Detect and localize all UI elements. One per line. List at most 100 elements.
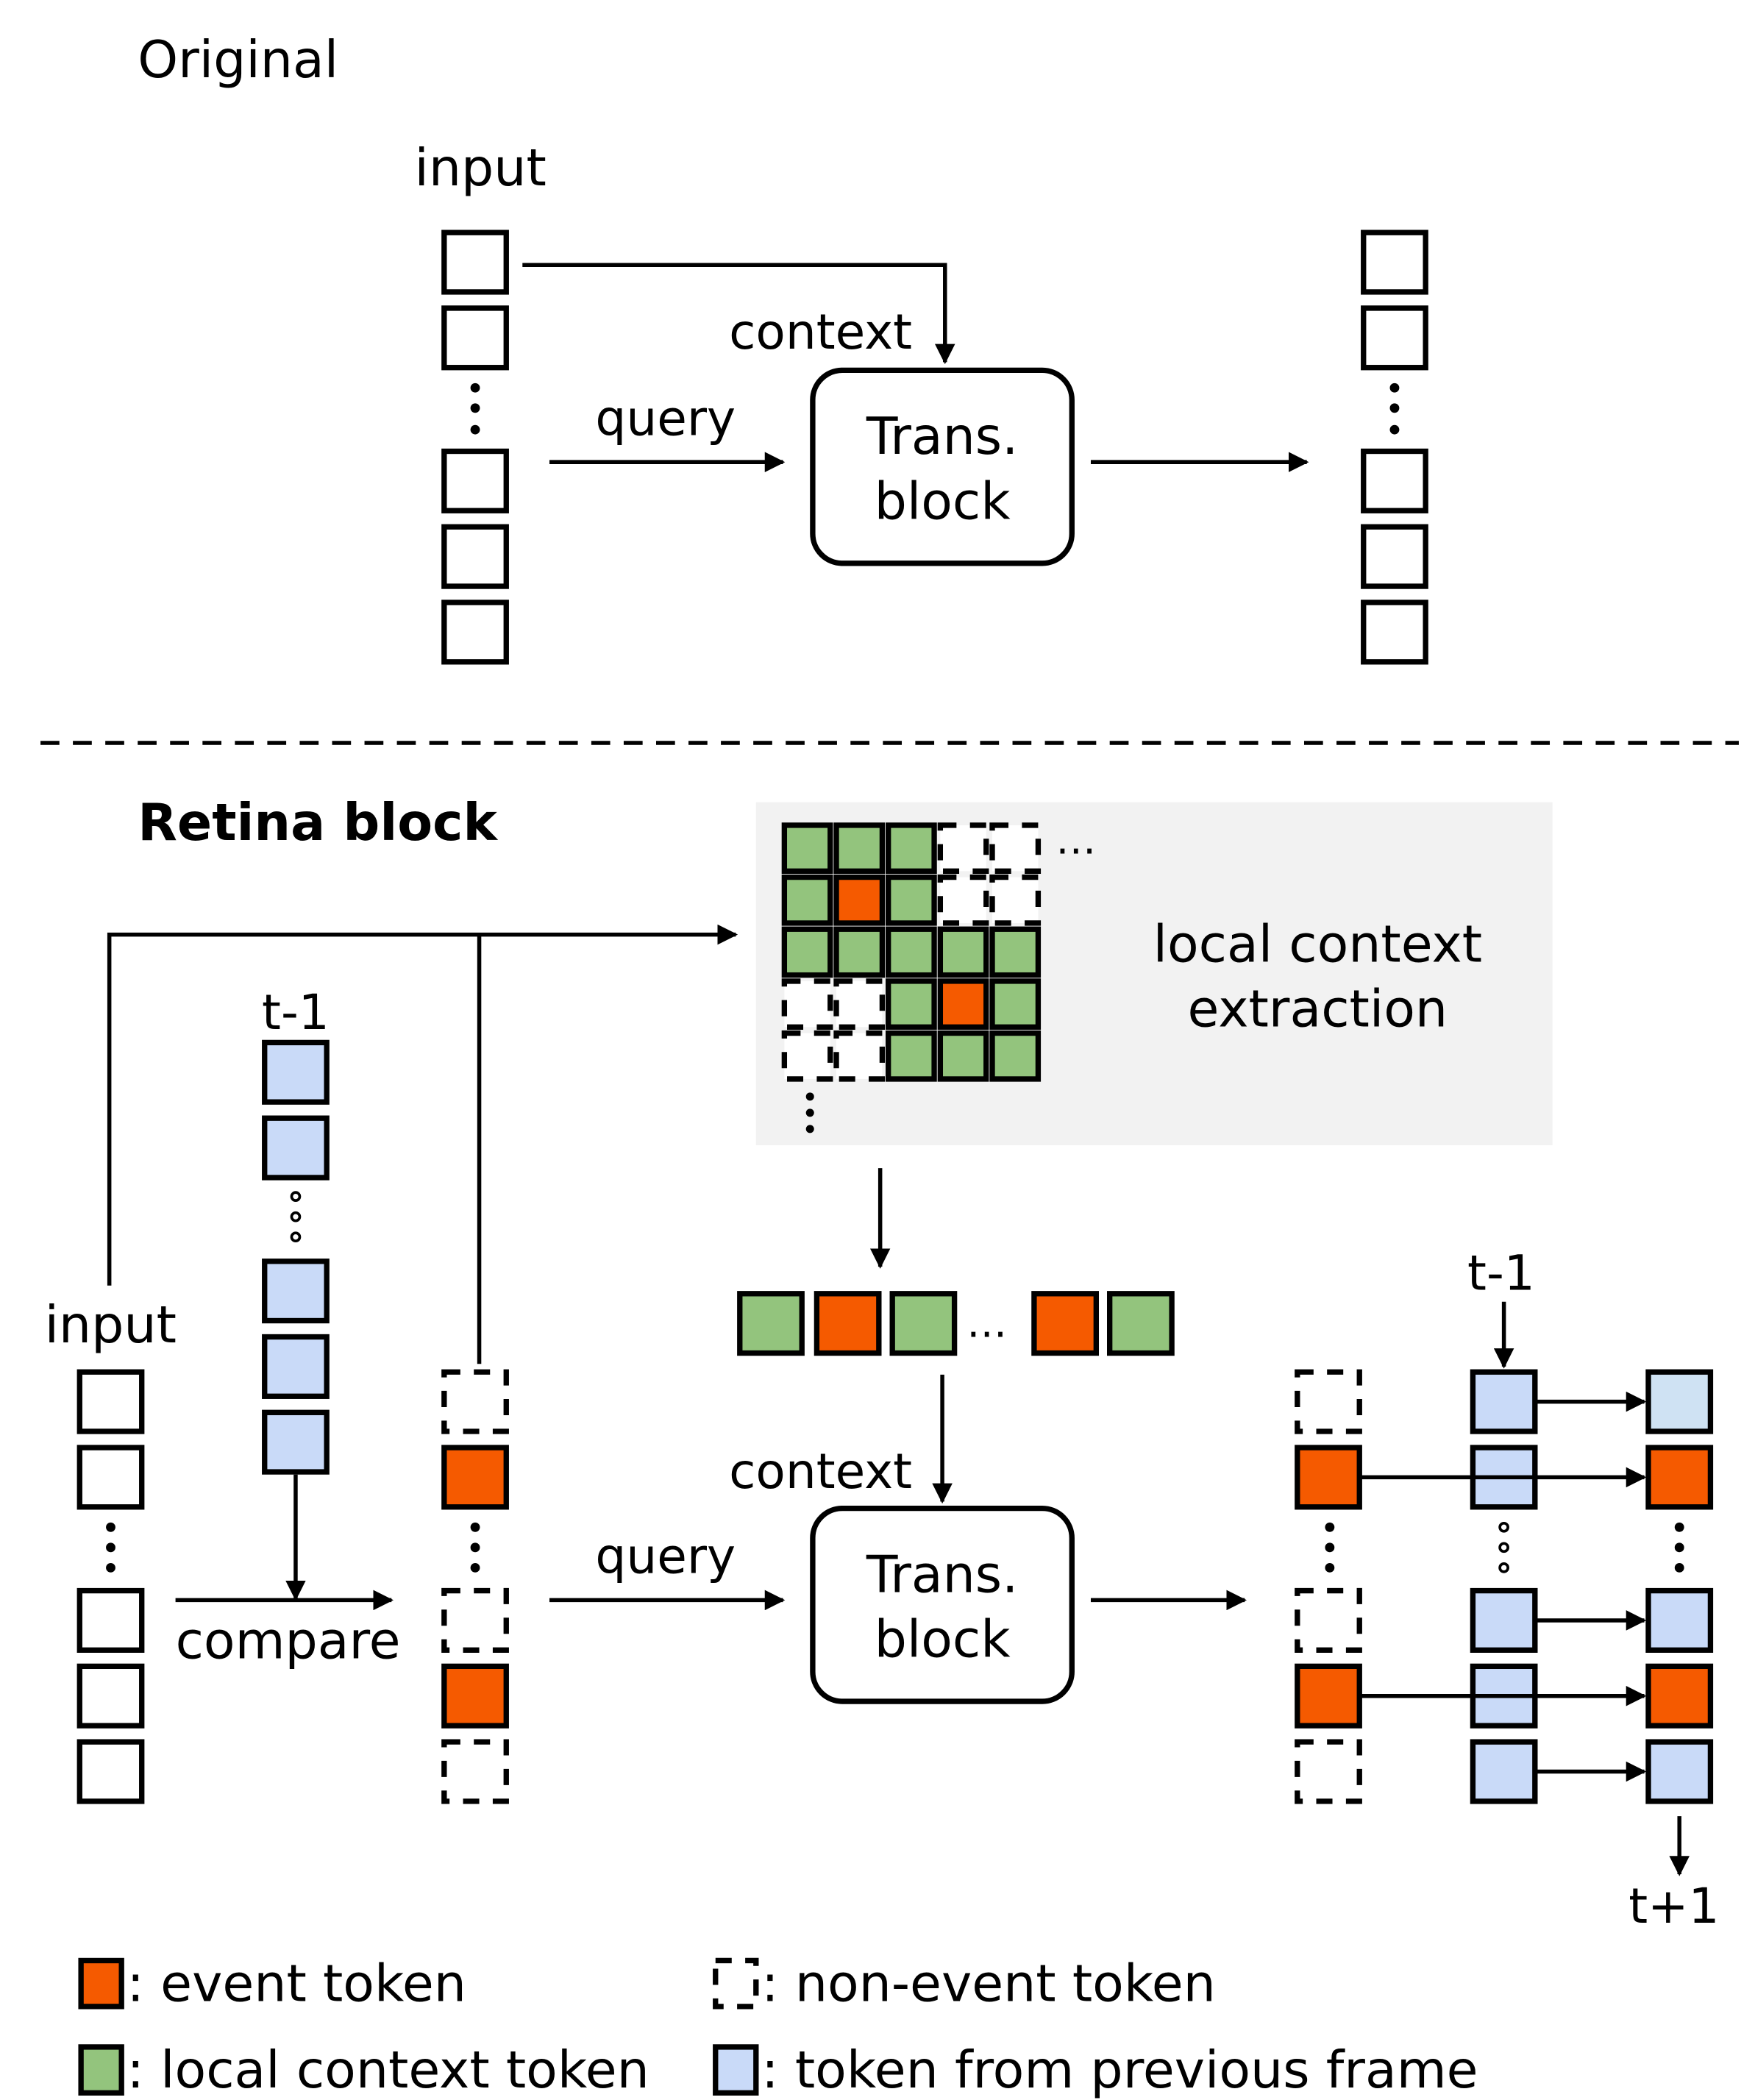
- token-local-context: [886, 926, 937, 978]
- token-event: [441, 1663, 509, 1729]
- token-non-event: [1295, 1369, 1362, 1434]
- token-local-context: [78, 2044, 124, 2096]
- token-previous-frame: [262, 1115, 330, 1181]
- token-event: [1295, 1663, 1362, 1729]
- ellipsis-icon: [1325, 1522, 1335, 1573]
- token-local-context: [989, 926, 1042, 978]
- token-empty: [1361, 305, 1428, 371]
- original-query-label: query: [595, 390, 736, 446]
- ellipsis-icon: [1498, 1521, 1509, 1573]
- token-non-event: [781, 1030, 833, 1082]
- legend-label: : event token: [127, 1954, 466, 2014]
- sequence-ellipsis: …: [967, 1300, 1007, 1347]
- token-empty: [441, 229, 509, 295]
- token-empty: [1361, 229, 1428, 295]
- token-local-context: [937, 1030, 989, 1082]
- next-frame-label: t+1: [1628, 1878, 1719, 1935]
- token-local-context: [833, 926, 886, 978]
- token-empty: [76, 1663, 145, 1729]
- token-empty: [1361, 599, 1428, 665]
- token-previous-frame: [262, 1334, 330, 1399]
- output-merge-area: [1295, 1369, 1714, 1804]
- token-empty: [76, 1739, 145, 1804]
- token-previous-frame: [262, 1039, 330, 1105]
- token-non-event: [713, 1957, 759, 2010]
- token-empty: [441, 448, 509, 513]
- token-event: [937, 978, 989, 1030]
- retina-query-label: query: [595, 1528, 736, 1585]
- token-event: [1645, 1445, 1714, 1510]
- token-local-context: [886, 978, 937, 1030]
- legend-label: : non-event token: [761, 1954, 1216, 2014]
- original-transformer-block: Trans. block: [810, 367, 1075, 566]
- compare-label: compare: [176, 1611, 401, 1670]
- token-local-context: [886, 1030, 937, 1082]
- token-empty: [1361, 524, 1428, 589]
- ellipsis-icon: [106, 1522, 115, 1573]
- original-input-label: input: [414, 138, 546, 198]
- token-local-context: [989, 978, 1042, 1030]
- section-title-retina: Retina block: [138, 793, 498, 853]
- context-arrow: [522, 263, 955, 365]
- retina-transformer-block: Trans. block: [810, 1505, 1075, 1704]
- token-previous-frame: [1645, 1587, 1714, 1653]
- retina-input-label: input: [45, 1295, 177, 1355]
- token-local-context: [781, 822, 833, 874]
- grid-column-ellipsis-icon: [805, 1092, 814, 1133]
- token-event: [833, 874, 886, 926]
- token-local-context: [886, 822, 937, 874]
- prev-frame-label: t-1: [262, 984, 330, 1041]
- token-previous-frame: [1470, 1369, 1538, 1434]
- token-previous-frame: [262, 1409, 330, 1475]
- token-non-event: [833, 978, 886, 1030]
- token-previous-frame: [1645, 1739, 1714, 1804]
- token-empty: [76, 1369, 145, 1434]
- original-context-label: context: [729, 304, 912, 360]
- token-non-event: [833, 1030, 886, 1082]
- token-local-context: [1107, 1291, 1175, 1356]
- block-label-line2: block: [875, 1610, 1011, 1670]
- block-label-line2: block: [875, 471, 1011, 531]
- token-empty: [76, 1445, 145, 1510]
- token-local-context: [937, 926, 989, 978]
- extraction-label-line1: local context: [1153, 914, 1483, 974]
- token-local-context: [737, 1291, 805, 1356]
- legend-item: : token from previous frame: [713, 2040, 1478, 2100]
- token-previous-frame: [713, 2044, 759, 2096]
- local-context-sequence: …: [737, 1291, 1175, 1356]
- original-output-column: [1361, 229, 1428, 665]
- token-local-context: [833, 822, 886, 874]
- selected-token-column: [441, 1369, 509, 1804]
- token-non-event: [441, 1587, 509, 1653]
- token-non-event: [441, 1369, 509, 1434]
- token-non-event: [937, 822, 989, 874]
- input-to-extraction-arrow: [107, 924, 738, 1286]
- token-local-context: [781, 874, 833, 926]
- original-input-column: [441, 229, 509, 665]
- ellipsis-icon: [470, 382, 480, 435]
- legend-label: : local context token: [127, 2040, 649, 2100]
- previous-frame-column: [262, 1039, 330, 1475]
- token-local-context: [781, 926, 833, 978]
- ellipsis-icon: [1389, 382, 1400, 435]
- legend-item: : non-event token: [713, 1954, 1216, 2014]
- token-non-event: [1295, 1739, 1362, 1804]
- block-label-line1: Trans.: [866, 407, 1018, 466]
- ellipsis-icon: [1674, 1522, 1684, 1573]
- token-empty: [76, 1587, 145, 1653]
- token-empty: [441, 524, 509, 589]
- local-context-grid: [781, 822, 1042, 1082]
- token-event: [814, 1291, 882, 1356]
- legend-item: : event token: [78, 1954, 466, 2014]
- section-title-original: Original: [138, 30, 338, 90]
- legend: : event token : non-event token : local co…: [78, 1954, 1478, 2100]
- ellipsis-icon: [290, 1191, 302, 1243]
- legend-label: : token from previous frame: [761, 2040, 1478, 2100]
- token-event: [1645, 1663, 1714, 1729]
- token-previous-frame: [1470, 1739, 1538, 1804]
- token-event: [1295, 1445, 1362, 1510]
- token-empty: [1361, 448, 1428, 513]
- retina-context-label: context: [729, 1443, 912, 1500]
- token-local-context: [886, 874, 937, 926]
